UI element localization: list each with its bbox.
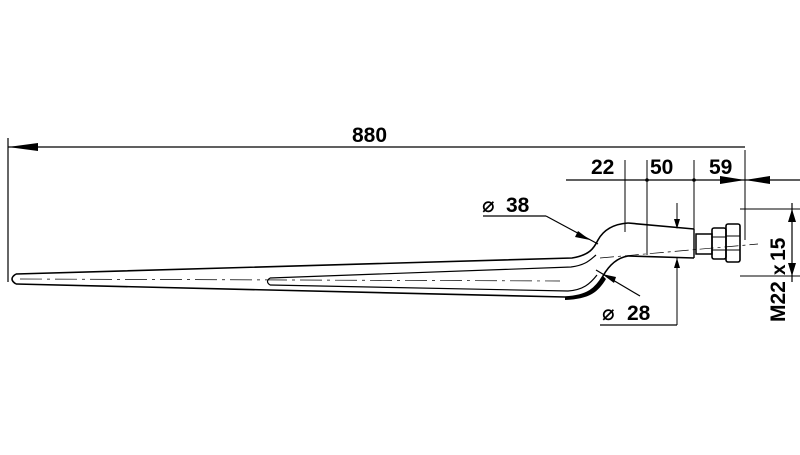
shank-top [627,222,695,230]
segment-dimensions: 22 50 59 [566,150,800,255]
thread-label: M22 x 15 [767,237,790,322]
diameter-28-label: 28 [627,302,651,325]
tine-tip [11,273,17,285]
centerline-shaft [19,278,561,282]
dimension-dot-2 [692,178,696,182]
thread-collar [695,233,713,255]
segment-2-label: 50 [650,156,673,179]
washer-nut [725,223,741,263]
dia28-arrowhead [602,274,616,283]
nut [711,227,727,260]
left-arrowhead [8,143,38,151]
overall-length-dimension: 880 [7,124,745,282]
thread-name-label: M22 [767,281,790,322]
dia38-leader-diagonal [545,215,599,245]
thread-times-symbol: x [769,264,790,275]
dia38-arrowhead [575,231,590,240]
diameter-28-callout: ⌀ 28 [595,269,678,326]
centerline-shank [599,243,759,259]
segment-1-label: 22 [591,156,614,179]
overall-length-label: 880 [352,124,387,147]
diameter-38-label: 38 [506,194,530,217]
diameter-symbol-38: ⌀ [482,194,495,217]
shank-bottom [627,255,695,259]
segment-3-label: 59 [709,156,732,179]
tine-inner-line-lower [269,274,598,292]
shank-marker-arrow-top [674,219,680,229]
thread-dimension: M22 x 15 [740,203,800,322]
bend-shading [565,276,606,300]
thread-pitch-label: 15 [767,237,790,261]
diameter-symbol-28: ⌀ [602,302,615,325]
thread-arrowhead-top [788,209,796,222]
tine-shank [627,203,741,282]
segment-arrowhead-right [720,176,745,184]
tine-body [11,222,759,300]
thread-arrowhead-bottom [788,263,796,276]
tine-inner-end [266,277,271,286]
shank-marker-arrow-bottom [674,258,680,268]
dimension-dot-1 [645,178,649,182]
tine-inner-line-upper [269,254,597,279]
tine-upper-edge [15,222,629,275]
diameter-38-callout: ⌀ 38 [482,194,599,245]
